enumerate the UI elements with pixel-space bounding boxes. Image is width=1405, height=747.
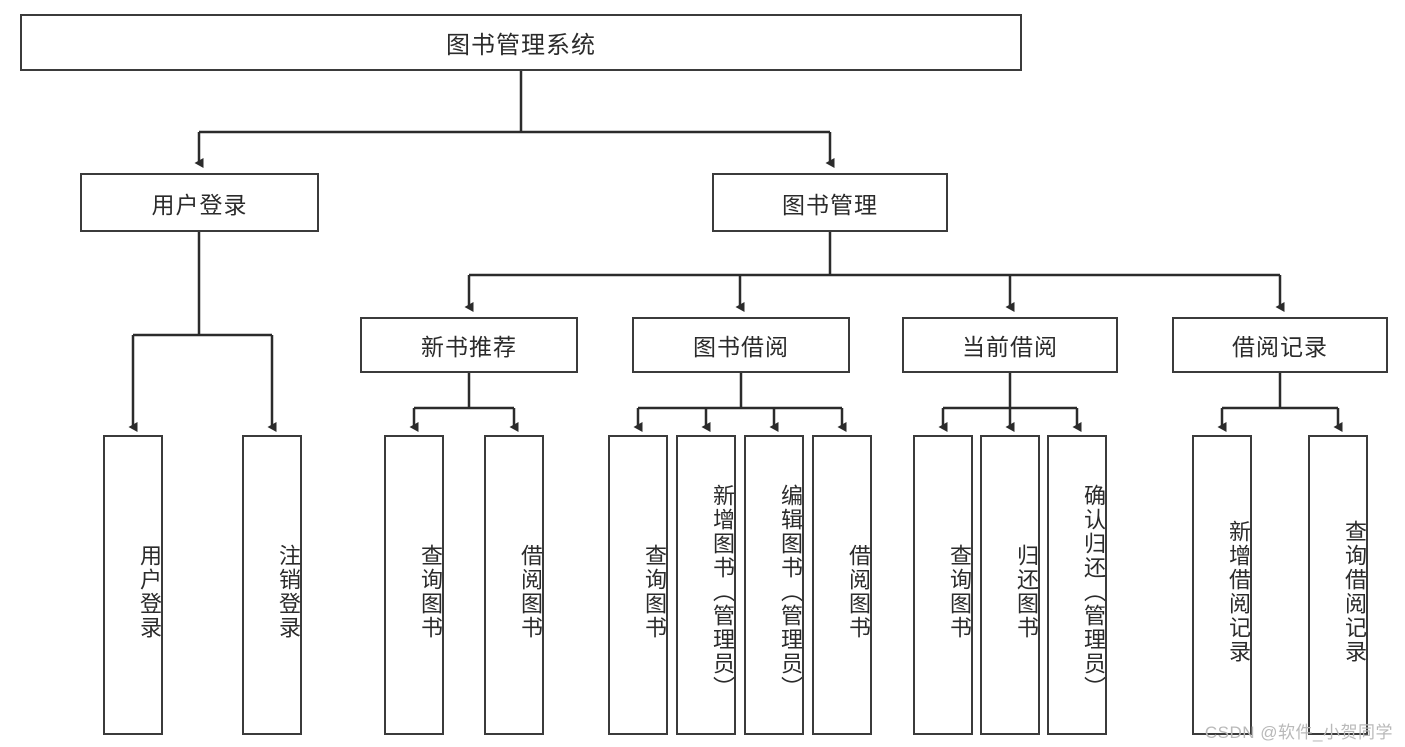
node-label: 用户登录	[151, 191, 248, 218]
node-label: 图书借阅	[693, 334, 789, 360]
node-label: 新增图书（管理员）	[710, 484, 735, 700]
node-label: 借阅图书	[518, 544, 543, 640]
node-leaf-add-book-admin[interactable]: 新增图书（管理员）	[676, 435, 736, 735]
node-label: 图书管理	[782, 191, 878, 218]
node-label: 借阅图书	[846, 544, 871, 640]
node-leaf-query-book-recommend[interactable]: 查询图书	[384, 435, 444, 735]
node-label: 注销登录	[276, 544, 301, 640]
node-user-login[interactable]: 用户登录	[80, 173, 319, 232]
node-label: 查询图书	[418, 544, 443, 640]
watermark: CSDN @软件_小贺同学	[1204, 723, 1393, 742]
node-leaf-query-borrow-record[interactable]: 查询借阅记录	[1308, 435, 1368, 735]
node-leaf-edit-book-admin[interactable]: 编辑图书（管理员）	[744, 435, 804, 735]
node-leaf-query-book-borrow[interactable]: 查询图书	[608, 435, 668, 735]
node-leaf-confirm-return-admin[interactable]: 确认归还（管理员）	[1047, 435, 1107, 735]
node-label: 新增借阅记录	[1226, 520, 1251, 664]
node-current-borrow[interactable]: 当前借阅	[902, 317, 1118, 373]
node-new-book-recommend[interactable]: 新书推荐	[360, 317, 578, 373]
node-label: 编辑图书（管理员）	[778, 484, 803, 700]
node-book-borrow[interactable]: 图书借阅	[632, 317, 850, 373]
node-label: 借阅记录	[1232, 334, 1328, 360]
node-root-book-management-system[interactable]: 图书管理系统	[20, 14, 1022, 71]
node-leaf-query-book-current[interactable]: 查询图书	[913, 435, 973, 735]
node-borrow-record[interactable]: 借阅记录	[1172, 317, 1388, 373]
node-label: 当前借阅	[962, 334, 1058, 360]
node-label: 用户登录	[137, 544, 162, 640]
node-label: 新书推荐	[421, 334, 517, 360]
node-leaf-logout-login[interactable]: 注销登录	[242, 435, 302, 735]
node-leaf-user-login[interactable]: 用户登录	[103, 435, 163, 735]
node-leaf-add-borrow-record[interactable]: 新增借阅记录	[1192, 435, 1252, 735]
node-leaf-borrow-book[interactable]: 借阅图书	[812, 435, 872, 735]
node-label: 归还图书	[1014, 544, 1039, 640]
node-label: 查询图书	[947, 544, 972, 640]
node-book-management[interactable]: 图书管理	[712, 173, 948, 232]
node-label: 查询图书	[642, 544, 667, 640]
node-label: 图书管理系统	[446, 32, 596, 59]
node-label: 确认归还（管理员）	[1081, 484, 1106, 700]
node-leaf-return-book[interactable]: 归还图书	[980, 435, 1040, 735]
node-label: 查询借阅记录	[1342, 520, 1367, 664]
node-leaf-borrow-book-recommend[interactable]: 借阅图书	[484, 435, 544, 735]
